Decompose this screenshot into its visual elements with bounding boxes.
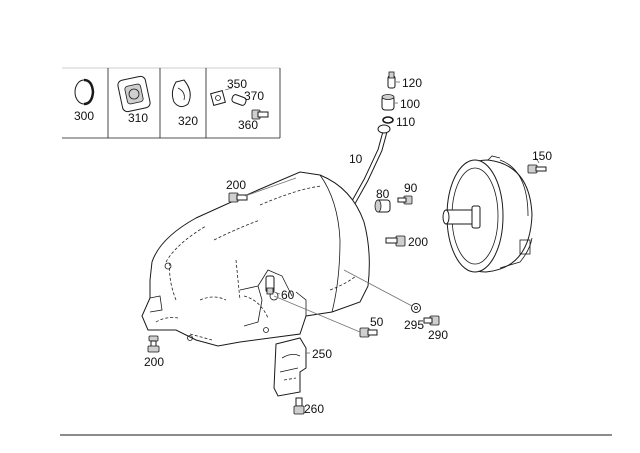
label-310: 310 xyxy=(128,111,148,125)
part-50-bolt[interactable] xyxy=(359,327,378,338)
part-120-handle[interactable] xyxy=(387,71,396,89)
part-260-bolt[interactable] xyxy=(293,397,305,415)
part-150-bolt[interactable] xyxy=(527,164,547,174)
part-110-o-ring[interactable] xyxy=(382,116,394,124)
transmission-housing[interactable] xyxy=(141,171,370,347)
part-200-bolt-upper[interactable] xyxy=(228,192,248,203)
part-310-cover[interactable] xyxy=(117,75,151,113)
part-360-bolt[interactable] xyxy=(251,109,269,120)
label-120: 120 xyxy=(402,76,422,90)
part-80-valve[interactable] xyxy=(374,199,391,213)
part-200-bolt-middle[interactable] xyxy=(385,235,406,247)
part-350-bracket[interactable] xyxy=(210,90,226,106)
label-200-lower: 200 xyxy=(144,355,164,369)
label-250: 250 xyxy=(312,347,332,361)
part-295-washer[interactable] xyxy=(411,303,421,313)
label-10: 10 xyxy=(349,152,363,166)
label-350: 350 xyxy=(227,77,247,91)
part-90-bolt[interactable] xyxy=(397,195,413,205)
label-100: 100 xyxy=(400,97,420,111)
label-200-upper: 200 xyxy=(226,178,246,192)
label-260: 260 xyxy=(304,402,324,416)
part-250-shield[interactable] xyxy=(273,337,307,397)
label-200-middle: 200 xyxy=(408,235,428,249)
torque-converter[interactable] xyxy=(442,155,533,273)
label-80: 80 xyxy=(376,187,390,201)
part-60-connector[interactable] xyxy=(265,275,275,295)
label-50: 50 xyxy=(370,315,384,329)
label-360: 360 xyxy=(238,118,258,132)
label-90: 90 xyxy=(404,181,418,195)
label-290: 290 xyxy=(428,328,448,342)
label-150: 150 xyxy=(532,149,552,163)
label-295: 295 xyxy=(404,318,424,332)
part-290-bolt[interactable] xyxy=(423,315,440,326)
label-370: 370 xyxy=(244,89,264,103)
inset-parts-box xyxy=(62,67,281,139)
label-60: 60 xyxy=(281,288,295,302)
part-100-plug[interactable] xyxy=(381,94,395,111)
part-300-cap[interactable] xyxy=(74,78,95,106)
label-320: 320 xyxy=(178,114,198,128)
label-110: 110 xyxy=(396,115,415,129)
part-200-bolt-lower[interactable] xyxy=(147,335,160,353)
part-370-sleeve[interactable] xyxy=(231,94,247,106)
label-300: 300 xyxy=(74,109,94,123)
part-320-clip[interactable] xyxy=(171,79,191,108)
